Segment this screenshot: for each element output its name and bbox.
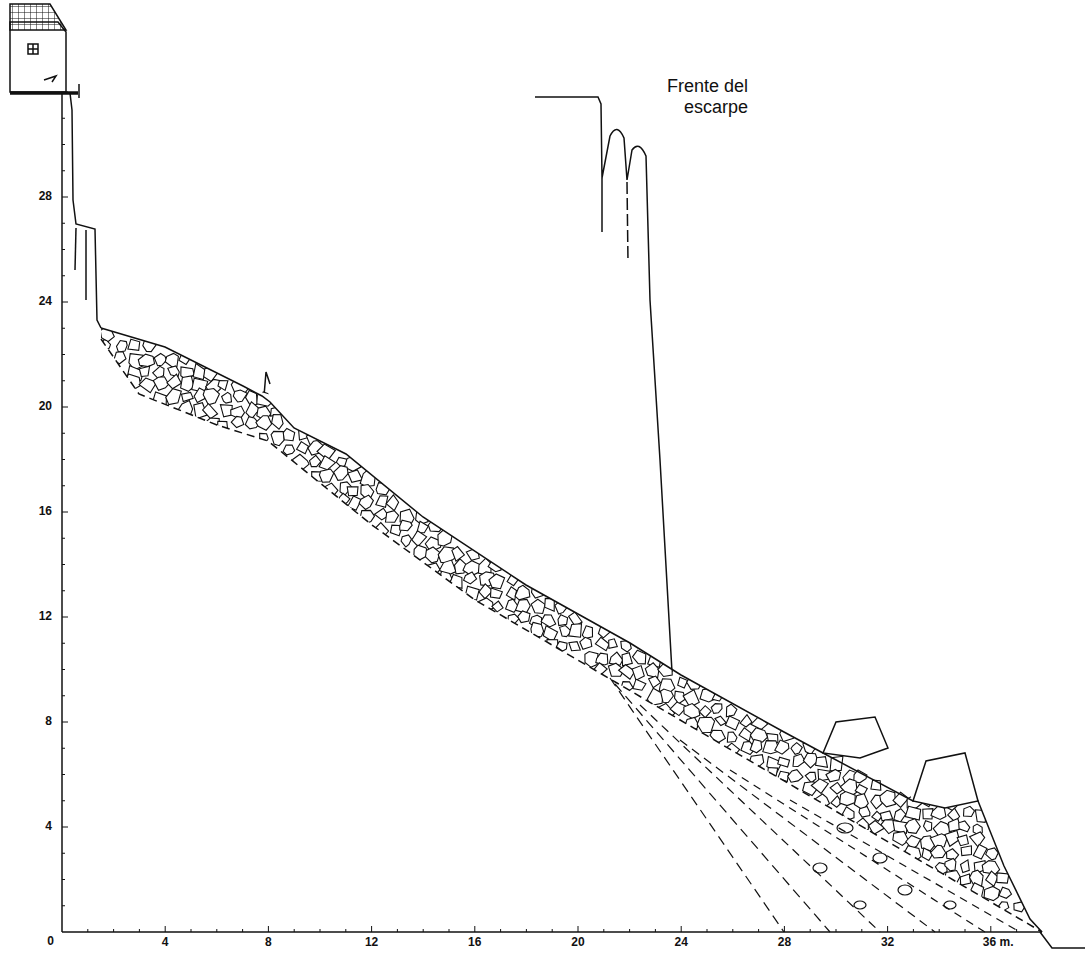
axis-label: 12 <box>39 610 52 624</box>
axis-label: 20 <box>39 400 52 414</box>
axis-label: 8 <box>265 936 272 950</box>
rock-debris <box>100 327 1026 912</box>
axis-ticks <box>62 92 1017 932</box>
debris-outline <box>101 328 1042 932</box>
axis-label: 16 <box>468 936 481 950</box>
house <box>10 4 79 98</box>
escarpment-front <box>535 97 672 672</box>
axis-label: 4 <box>162 936 169 950</box>
old-deposits <box>610 678 1020 932</box>
cliff <box>70 93 270 396</box>
axis-label: 20 <box>571 936 584 950</box>
axes <box>62 88 1042 932</box>
axis-label: 0 <box>47 935 54 949</box>
axis-label: 4 <box>45 820 52 834</box>
axis-label: 24 <box>675 936 688 950</box>
axis-label: 16 <box>39 505 52 519</box>
axis-label: 28 <box>39 190 52 204</box>
axis-label: 12 <box>365 936 378 950</box>
axis-label: 24 <box>39 295 52 309</box>
axis-label: 8 <box>45 715 52 729</box>
axis-label: 28 <box>778 936 791 950</box>
ground-line <box>1040 932 1085 948</box>
feature-label: Frente del escarpe <box>628 76 748 117</box>
axis-label: 36 m. <box>983 936 1014 950</box>
axis-label: 32 <box>881 936 894 950</box>
